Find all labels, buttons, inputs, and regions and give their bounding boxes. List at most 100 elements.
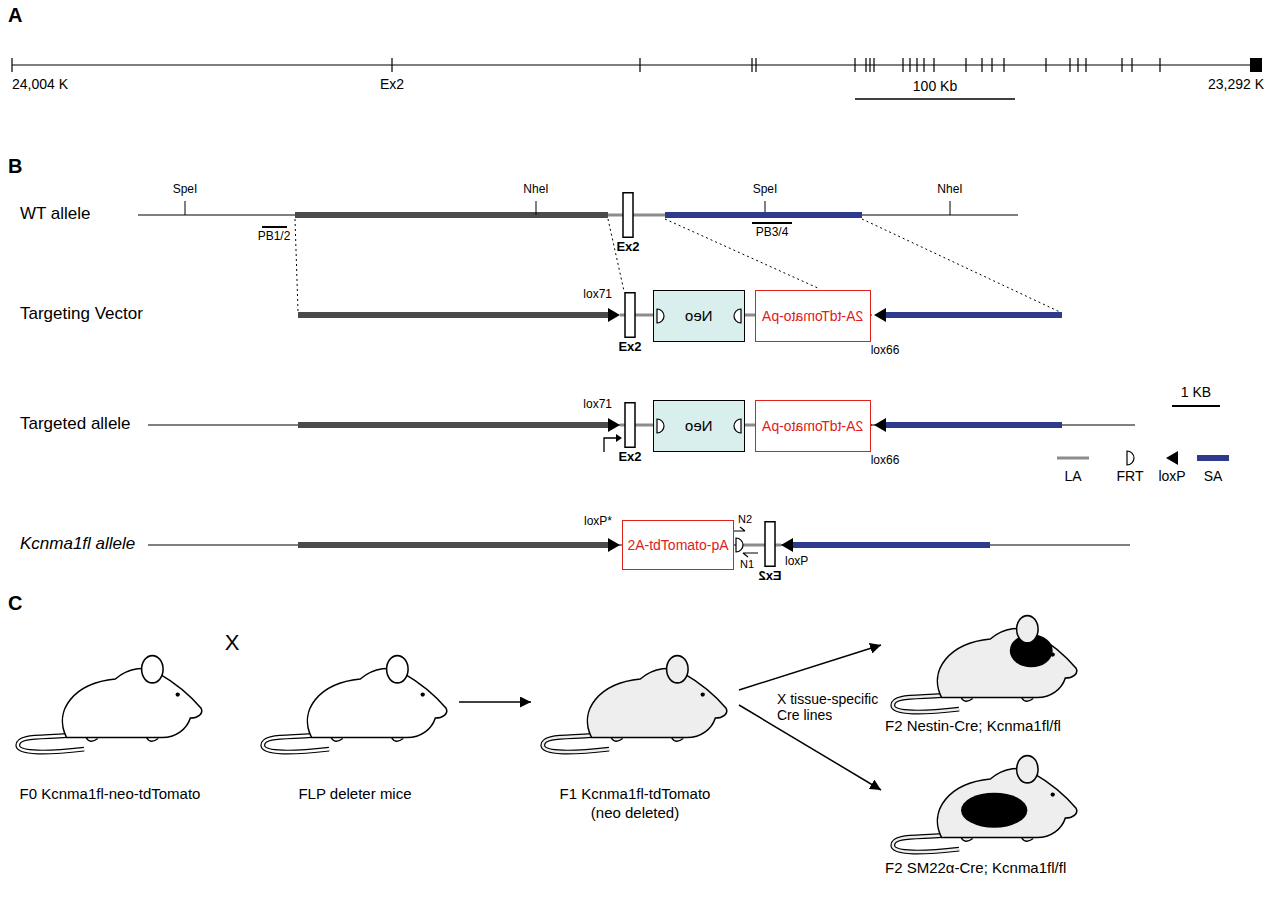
frt-site [734,309,741,323]
exon-name: Ex2 [610,450,650,465]
exon-box: Ex2 [750,521,790,584]
cassette-name: 2A-tdTomato-pA [762,418,863,434]
genome-axis [12,64,1262,65]
primer-name: N2 [738,513,752,526]
mouse-label: (neo deleted) [535,804,735,821]
mouse-label: F1 Kcnma1fl-tdTomato [535,785,735,802]
lox-name: lox71 [583,398,612,412]
site-ticks [185,201,950,215]
mouse-ear [387,656,408,683]
mouse-label: FLP deleter mice [255,785,455,802]
mouse-figure [10,640,205,757]
panel-letter: B [8,155,22,178]
short-arm [886,422,1062,428]
cassette-box: Neo [653,290,745,342]
frt-site [736,538,743,552]
short-arm [793,542,990,548]
mouse-ear [1017,756,1038,783]
scale-label: 100 Kb [913,78,957,94]
site-name: NheI [523,183,548,197]
mouse-figure [885,600,1080,717]
site-name: NheI [937,183,962,197]
exon-box: Ex2 [610,402,650,465]
exon-name: Ex2 [610,340,650,355]
exon-box: Ex2 [608,192,648,255]
row-title: Kcnma1fl allele [20,534,135,554]
cassette-name: Neo [685,417,713,434]
linker [871,315,874,316]
exon-shape [608,192,648,238]
arrow-connector [459,701,531,703]
long-arm [295,212,608,218]
mouse-label: F2 Nestin-Cre; Kcnma1fl/fl [885,717,1165,734]
probe-name: PB3/4 [756,226,789,240]
mouse-eye [1051,652,1055,656]
site-name: SpeI [173,183,198,197]
legend-lox [1166,451,1178,465]
exon-shape [610,292,650,338]
legend-text: FRT [1117,468,1144,484]
mouse-ear [142,656,163,683]
exon-name: Ex2 [750,569,790,584]
mouse-picture [885,740,1165,857]
row-title: WT allele [20,204,91,224]
mouse-node: F2 SM22α-Cre; Kcnma1fl/fl [885,740,1165,876]
exon-rect [625,403,635,448]
lox-site [608,538,620,552]
legend-text: SA [1204,468,1223,484]
exon-name: Ex2 [380,76,404,92]
mouse-picture [10,640,210,757]
last-exon [1250,58,1262,72]
exon-ticks [12,58,1160,72]
lox-site [874,418,886,432]
scale-label: 1 KB [1181,384,1211,400]
mouse-ear [667,656,688,683]
mouse-node: FLP deleter mice [255,640,455,802]
mouse-body [62,668,201,737]
long-arm [298,312,608,318]
lox-name: loxP* [584,515,612,529]
mouse-label: F2 SM22α-Cre; Kcnma1fl/fl [885,859,1165,876]
lox-site [874,308,886,322]
genomic-line [138,215,1018,216]
site-name: SpeI [753,183,778,197]
mouse-picture [535,640,735,757]
probe-name: PB1/2 [258,230,291,244]
exon-name: Ex2 [608,240,648,255]
mouse-eye [1051,792,1055,796]
mouse-node: F1 Kcnma1fl-tdTomato (neo deleted) [535,640,735,822]
frt-site [657,419,664,433]
lox-name: lox66 [871,344,900,358]
lox-site [781,538,793,552]
cross-sign: X [225,630,240,655]
exon-rect [623,193,633,238]
short-arm [665,212,862,218]
primer-arrow [743,553,758,557]
scale-bar [855,98,1015,100]
cassette-box: 2A-tdTomato-pA [622,520,734,570]
coordinate: 24,004 K [12,76,68,92]
exon-rect [625,293,635,338]
legend-line [1057,457,1089,460]
genomic-line [148,425,1135,426]
arrow-connector [739,645,881,690]
mouse-body [587,668,726,737]
frt-site [734,419,741,433]
mouse-figure [255,640,450,757]
mouse-figure [535,640,730,757]
coordinate: 23,292 K [1208,76,1264,92]
frt-site [657,309,664,323]
mouse-eye [176,692,180,696]
lox-site [608,418,620,432]
mouse-label: F0 Kcnma1fl-neo-tdTomato [10,785,210,802]
exon-region [608,214,665,217]
promoter-arrowhead [616,434,622,442]
mouse-node: F0 Kcnma1fl-neo-tdTomato [10,640,210,802]
mouse-ear [1017,616,1038,643]
probe-bars [262,223,792,227]
mouse-body [307,668,446,737]
cassette-box: Neo [653,400,745,452]
exon-shape [750,521,790,567]
short-arm [886,312,1062,318]
